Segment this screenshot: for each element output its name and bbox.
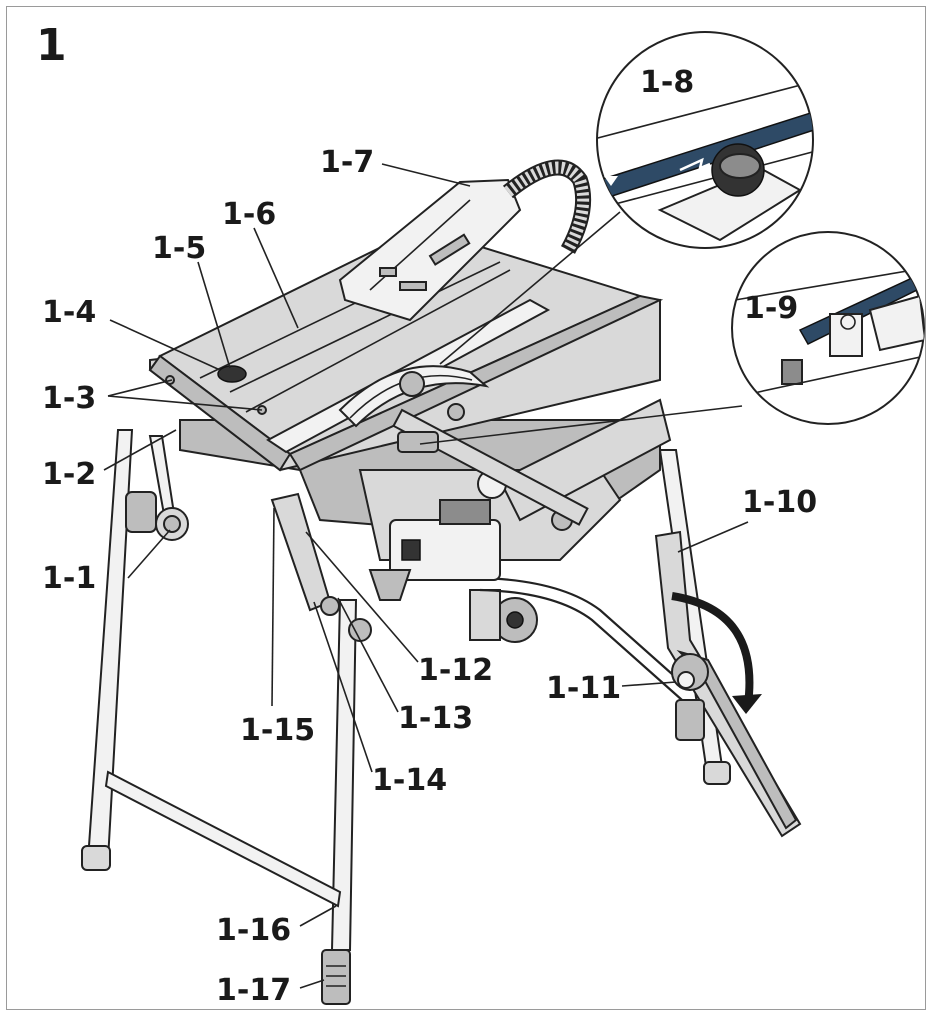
rotation-arrow <box>671 592 754 705</box>
detail-view-1-8 <box>596 31 814 249</box>
callout-labels: 1-1 1-2 1-3 1-4 1-5 1-6 1-7 1-8 1-9 1-10… <box>42 65 817 1008</box>
label-1-4: 1-4 <box>42 295 96 330</box>
label-1-12: 1-12 <box>418 653 493 688</box>
height-adjust-handle[interactable] <box>654 530 802 838</box>
label-1-2: 1-2 <box>42 457 96 492</box>
figure-frame <box>6 6 926 1010</box>
label-1-10: 1-10 <box>742 485 817 520</box>
label-1-16: 1-16 <box>216 913 291 948</box>
slider-block <box>829 313 863 357</box>
locking-knob-left[interactable] <box>125 491 189 541</box>
rotation-arrow-head <box>732 694 762 714</box>
label-1-1: 1-1 <box>42 561 96 596</box>
label-1-7: 1-7 <box>320 145 374 180</box>
label-1-14: 1-14 <box>372 763 447 798</box>
detail-view-1-9 <box>731 231 925 425</box>
label-1-15: 1-15 <box>240 713 315 748</box>
mitre-gauge[interactable] <box>338 365 589 526</box>
figure-number: 1 <box>36 20 67 71</box>
cutting-guard <box>338 159 592 322</box>
label-1-13: 1-13 <box>398 701 473 736</box>
table-hole <box>217 365 247 383</box>
label-1-3: 1-3 <box>42 381 96 416</box>
label-1-8: 1-8 <box>640 65 694 100</box>
label-1-11: 1-11 <box>546 671 621 706</box>
leveling-foot[interactable] <box>321 949 351 1005</box>
leader-lines <box>103 163 749 989</box>
label-1-6: 1-6 <box>222 197 276 232</box>
label-1-17: 1-17 <box>216 973 291 1008</box>
label-1-9: 1-9 <box>744 291 798 326</box>
label-1-5: 1-5 <box>152 231 206 266</box>
